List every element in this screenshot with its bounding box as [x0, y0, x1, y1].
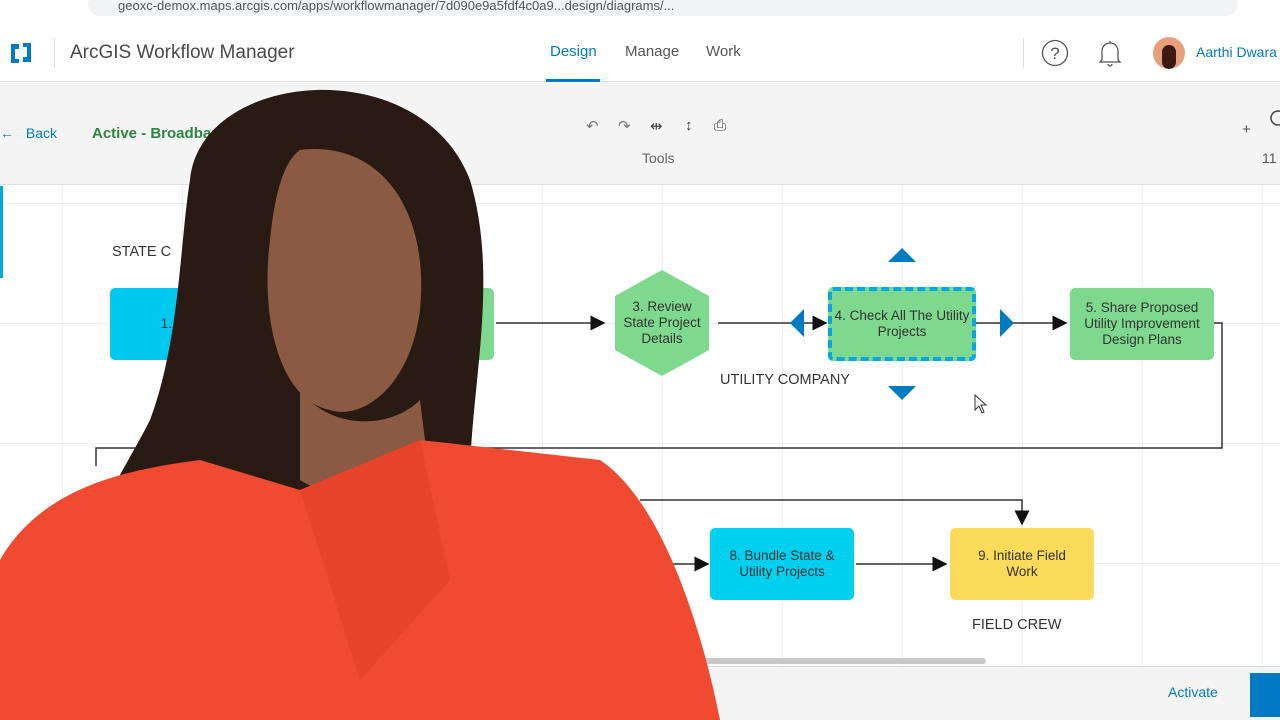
- tab-manage[interactable]: Manage: [625, 43, 680, 60]
- divider: [54, 38, 55, 68]
- user-name[interactable]: Aarthi Dwara: [1196, 44, 1277, 60]
- primary-button[interactable]: [1250, 673, 1280, 717]
- activate-button[interactable]: Activate: [1168, 684, 1218, 700]
- back-label: Back: [25, 125, 58, 141]
- node-8[interactable]: 8. Bundle State & Utility Projects: [710, 528, 854, 600]
- app-header: ArcGIS Workflow Manager Design Manage Wo…: [0, 22, 1280, 82]
- mouse-cursor-icon: [974, 394, 988, 414]
- node-3-shape: [615, 270, 709, 376]
- divider: [1023, 38, 1024, 68]
- tools-label: Tools: [642, 150, 675, 166]
- distribute-horizontal-icon[interactable]: ⇹: [650, 118, 663, 135]
- browser-address-bar: geoxc-demox.maps.arcgis.com/apps/workflo…: [0, 0, 1280, 22]
- node-4[interactable]: 4. Check All The Utility Projects: [828, 287, 976, 361]
- distribute-vertical-icon[interactable]: ↕: [685, 117, 693, 134]
- tab-work[interactable]: Work: [706, 43, 741, 60]
- node-5[interactable]: 5. Share Proposed Utility Improvement De…: [1070, 288, 1214, 360]
- node-9[interactable]: 9. Initiate Field Work: [950, 528, 1094, 600]
- node-3[interactable]: 3. Review State Project Details: [623, 299, 701, 346]
- url-field[interactable]: geoxc-demox.maps.arcgis.com/apps/workflo…: [88, 0, 1238, 16]
- help-icon[interactable]: ?: [1041, 39, 1069, 67]
- side-panel-edge: [0, 186, 3, 278]
- handle-left: [790, 309, 804, 337]
- workflow-manager-logo-icon: [11, 43, 31, 63]
- lane-state: STATE C: [112, 244, 172, 260]
- lane-field: FIELD CREW: [972, 617, 1062, 633]
- connectors: [95, 248, 1223, 572]
- active-tab-indicator: [546, 79, 600, 82]
- tab-design[interactable]: Design: [550, 43, 597, 60]
- avatar[interactable]: [1153, 37, 1185, 69]
- notifications-bell-icon[interactable]: [1097, 38, 1123, 68]
- svg-text:?: ?: [1050, 44, 1059, 63]
- redo-icon[interactable]: ↷: [618, 118, 631, 135]
- search-icon[interactable]: [1266, 109, 1280, 129]
- back-button[interactable]: ← Back: [0, 125, 58, 141]
- handle-up: [888, 248, 916, 262]
- presenter-overlay-image: [0, 89, 720, 720]
- print-icon[interactable]: ⎙: [714, 117, 727, 134]
- diagram-status: Active - Broadban: [92, 125, 221, 142]
- lane-utility: UTILITY COMPANY: [720, 372, 850, 388]
- zoom-level: 11: [1262, 150, 1277, 166]
- zoom-in-icon[interactable]: +: [1242, 121, 1251, 138]
- handle-down: [888, 386, 916, 400]
- undo-icon[interactable]: ↶: [586, 118, 599, 135]
- app-title: ArcGIS Workflow Manager: [70, 42, 295, 63]
- handle-right: [1000, 309, 1014, 337]
- horizontal-scrollbar[interactable]: [700, 658, 986, 664]
